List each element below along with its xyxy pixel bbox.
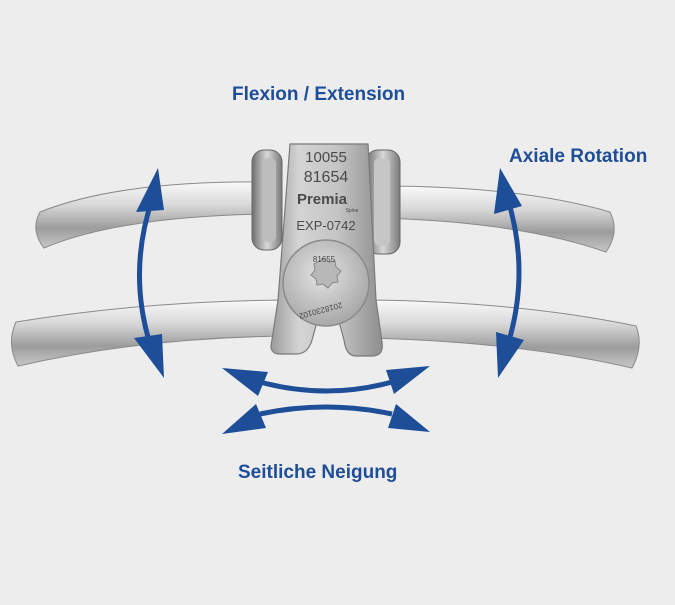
hex-socket-icon [310, 257, 342, 289]
right-washer [365, 149, 401, 255]
brand-logo: Premia [297, 191, 348, 208]
brand-sub: Spine [346, 208, 359, 214]
flexion-extension-label: Flexion / Extension [232, 84, 406, 105]
screw-engraving-1: 81655 [313, 255, 336, 264]
lower-rod [11, 299, 640, 369]
axial-rotation-label: Axiale Rotation [509, 146, 648, 167]
lateral-bending-arrows [222, 366, 430, 434]
left-washer [251, 149, 283, 251]
upper-rod [35, 181, 615, 253]
set-screw: 81655 2018230102 [282, 239, 370, 327]
axial-rotation-arrow [494, 168, 524, 378]
lateral-bending-label: Seitliche Neigung [238, 462, 398, 483]
flexion-arrow [134, 168, 164, 378]
engraving-line1: 10055 [305, 149, 347, 166]
part-number: EXP-0742 [296, 218, 355, 233]
connector-body: 10055 81654 Premia Spine EXP-0742 81655 … [270, 143, 383, 357]
engraving-line2: 81654 [304, 169, 349, 186]
